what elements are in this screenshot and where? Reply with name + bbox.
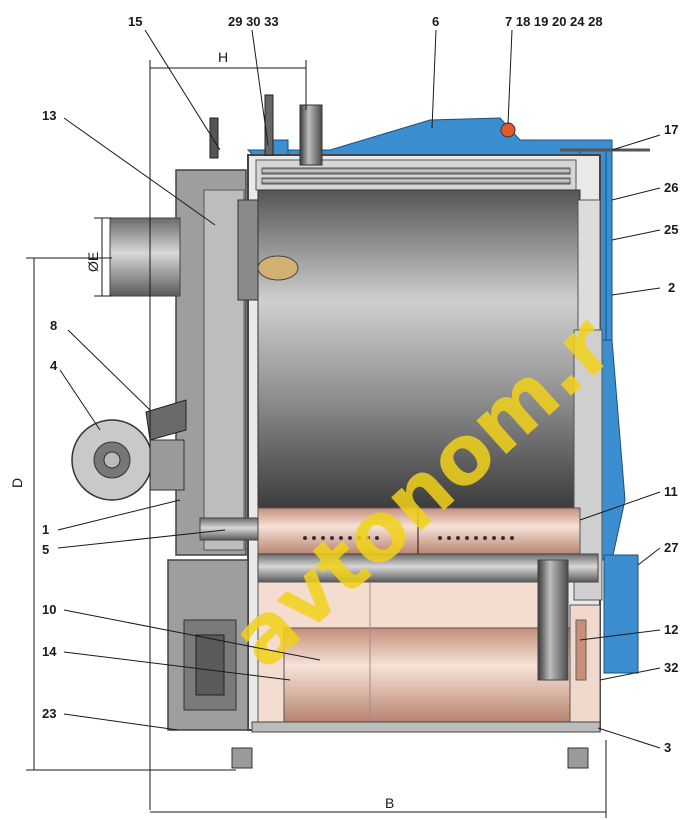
dimension-d: D <box>9 257 236 771</box>
callout-7-18-19-20-24-28: 7 18 19 20 24 28 <box>505 14 603 29</box>
callout-29-30-33: 29 30 33 <box>228 14 279 29</box>
callout-5: 5 <box>42 542 49 557</box>
callout-25: 25 <box>664 222 678 237</box>
callout-2: 2 <box>668 280 675 295</box>
vertical-flue-return <box>537 559 569 681</box>
callout-27: 27 <box>664 540 678 555</box>
upper-heat-exchanger-drum <box>257 189 581 509</box>
callout-13: 13 <box>42 108 56 123</box>
dimension-e: ØE <box>85 217 112 297</box>
callout-32: 32 <box>664 660 678 675</box>
callout-23: 23 <box>42 706 56 721</box>
lower-door-insulation <box>603 554 639 674</box>
thermostat-probe <box>264 94 274 156</box>
dimension-b: B <box>150 740 607 818</box>
callout-17: 17 <box>664 122 678 137</box>
dim-d-label: D <box>9 478 25 488</box>
grate-nozzles <box>303 536 514 540</box>
callout-8: 8 <box>50 318 57 333</box>
dim-h-label: H <box>218 49 228 65</box>
left-foot <box>231 747 253 769</box>
callout-10: 10 <box>42 602 56 617</box>
callout-labels: 15 29 30 33 6 7 18 19 20 24 28 13 17 26 … <box>42 14 678 755</box>
leader-lines <box>57 29 661 749</box>
nozzle-grate <box>257 507 581 555</box>
callout-4: 4 <box>50 358 58 373</box>
right-foot <box>567 747 589 769</box>
flue-outlet <box>109 217 181 297</box>
callout-11: 11 <box>664 484 678 499</box>
air-inlet-pipe <box>199 517 259 541</box>
dimension-h: H <box>149 49 307 810</box>
supply-pipe <box>299 104 323 166</box>
callout-1: 1 <box>42 522 49 537</box>
callout-26: 26 <box>664 180 678 195</box>
callout-12: 12 <box>664 622 678 637</box>
callout-6: 6 <box>432 14 439 29</box>
dim-e-label: ØE <box>85 252 101 272</box>
callout-14: 14 <box>42 644 57 659</box>
dim-b-label: B <box>385 795 394 811</box>
callout-3: 3 <box>664 740 671 755</box>
safety-valve <box>500 122 516 138</box>
refractory-tube <box>283 627 575 723</box>
callout-15: 15 <box>128 14 142 29</box>
upper-door-panel <box>577 199 601 331</box>
fan-unit <box>71 399 187 501</box>
